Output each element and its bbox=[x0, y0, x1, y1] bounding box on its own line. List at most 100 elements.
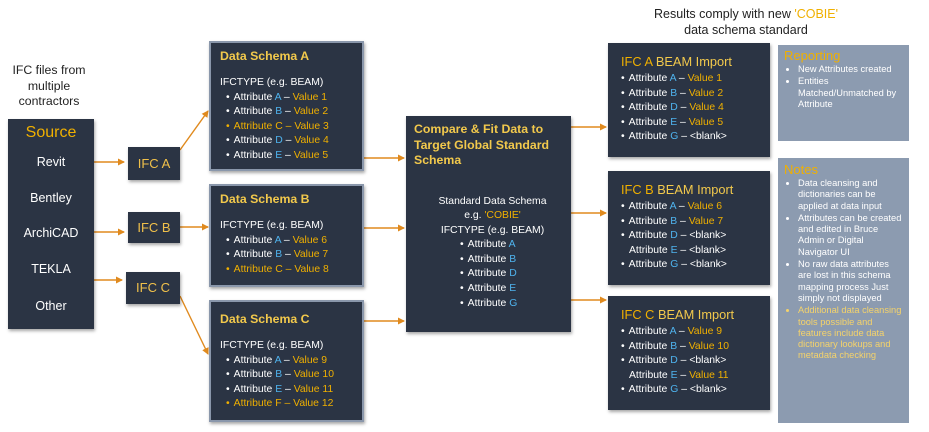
attribute-dash: – bbox=[282, 135, 295, 147]
attribute-label: Attribute bbox=[233, 135, 276, 147]
attribute-letter: D bbox=[670, 355, 678, 367]
schema-attribute-row: Attribute E – Value 11 bbox=[220, 383, 362, 398]
attribute-letter: E bbox=[670, 116, 678, 128]
attribute-dash: – bbox=[677, 87, 689, 99]
reporting-list: New Attributes created Entities Matched/… bbox=[784, 64, 903, 110]
ifc-a-tag: IFC A bbox=[128, 147, 180, 180]
attribute-letter: E bbox=[670, 244, 678, 256]
attribute-letter: E bbox=[670, 369, 678, 381]
attribute-letter: A bbox=[274, 234, 282, 246]
schema-attribute-row: Attribute C – Value 8 bbox=[220, 263, 362, 278]
attribute-value: Value 5 bbox=[688, 116, 724, 128]
compare-title-line: Schema bbox=[414, 153, 462, 167]
attribute-label: Attribute bbox=[628, 116, 671, 128]
source-item-other: Other bbox=[35, 299, 67, 313]
attribute-dash: – bbox=[677, 340, 689, 352]
attribute-label: Attribute bbox=[628, 340, 671, 352]
import-title-prefix: IFC C bbox=[621, 307, 658, 322]
compare-fit-box: Compare & Fit Data to Target Global Stan… bbox=[406, 116, 571, 332]
attribute-label: Attribute bbox=[467, 268, 510, 280]
import-title: IFC A BEAM Import bbox=[621, 54, 770, 69]
schema-title: Data Schema B bbox=[220, 192, 310, 206]
attribute-value: Value 3 bbox=[294, 120, 329, 132]
schema-ifctype: IFCTYPE (e.g. BEAM) bbox=[220, 220, 324, 231]
attribute-letter: D bbox=[275, 135, 283, 147]
attribute-dash: – bbox=[281, 354, 293, 366]
import-attribute-row: Attribute E – <blank> bbox=[621, 244, 770, 259]
standard-schema-line: Standard Data Schema bbox=[438, 195, 547, 207]
attribute-label: Attribute bbox=[233, 149, 276, 161]
attribute-value: Value 2 bbox=[688, 87, 724, 99]
attribute-letter: A bbox=[669, 201, 677, 212]
results-note-line2: data schema standard bbox=[684, 23, 808, 37]
attribute-dash: – bbox=[281, 398, 294, 410]
notes-list: Data cleansing and dictionaries can be a… bbox=[784, 178, 903, 362]
attribute-label: Attribute bbox=[233, 234, 275, 246]
attribute-letter: F bbox=[275, 398, 282, 410]
attribute-dash: – bbox=[677, 369, 690, 381]
reporting-item: New Attributes created bbox=[798, 64, 903, 75]
attribute-letter: E bbox=[275, 383, 283, 395]
compare-title-line: Target Global Standard bbox=[414, 137, 550, 152]
import-attribute-row: Attribute D – Value 4 bbox=[621, 101, 770, 116]
attribute-letter: A bbox=[669, 326, 677, 337]
source-box: Source Revit Bentley ArchiCAD TEKLA Othe… bbox=[8, 119, 94, 329]
arrow-ifc-a-schema-a bbox=[179, 110, 209, 151]
schema-attribute-row: Attribute A – Value 6 bbox=[220, 234, 362, 249]
compare-title: Compare & Fit Data to Target Global Stan… bbox=[414, 122, 571, 169]
attribute-value: Value 6 bbox=[292, 234, 328, 246]
import-attribute-row: Attribute B – Value 10 bbox=[621, 340, 770, 355]
attribute-value: Value 4 bbox=[689, 102, 724, 114]
attribute-letter: A bbox=[669, 73, 677, 84]
attribute-letter: B bbox=[670, 340, 678, 352]
import-title-prefix: IFC A bbox=[621, 54, 656, 69]
attribute-label: Attribute bbox=[467, 253, 510, 265]
attribute-dash: – bbox=[281, 234, 293, 246]
attribute-dash: – bbox=[282, 106, 294, 118]
attribute-label: Attribute bbox=[233, 91, 275, 103]
attribute-label: Attribute bbox=[233, 369, 276, 381]
notes-item: Attributes can be created and edited in … bbox=[798, 213, 903, 258]
schema-attribute-row: Attribute B – Value 2 bbox=[220, 105, 362, 120]
attribute-value: Value 10 bbox=[688, 340, 729, 352]
attribute-label: Attribute bbox=[629, 369, 671, 381]
schema-title: Data Schema C bbox=[220, 312, 310, 326]
attribute-label: Attribute bbox=[628, 102, 671, 114]
compare-attribute-list: Attribute AAttribute BAttribute DAttribu… bbox=[414, 238, 571, 311]
blank-value: <blank> bbox=[689, 230, 727, 242]
attribute-value: Value 1 bbox=[687, 73, 723, 84]
attribute-letter: E bbox=[275, 149, 283, 161]
standard-attribute-row: Attribute B bbox=[460, 253, 571, 268]
attribute-value: Value 7 bbox=[688, 215, 724, 227]
compare-title-line: Compare & Fit Data to bbox=[414, 122, 544, 136]
attribute-value: Value 5 bbox=[293, 149, 329, 161]
attribute-label: Attribute bbox=[628, 384, 671, 396]
attribute-label: Attribute bbox=[628, 355, 671, 367]
ifc-c-beam-import: IFC C BEAM ImportAttribute A – Value 9At… bbox=[608, 296, 770, 410]
schema-attribute-row: Attribute E – Value 5 bbox=[220, 149, 362, 164]
attribute-value: Value 1 bbox=[292, 91, 328, 103]
import-title: IFC B BEAM Import bbox=[621, 182, 770, 197]
attribute-label: Attribute bbox=[628, 73, 670, 84]
attribute-label: Attribute bbox=[628, 201, 670, 212]
cobie-highlight: 'COBIE' bbox=[794, 7, 838, 21]
attribute-dash: – bbox=[677, 230, 690, 242]
attribute-dash: – bbox=[676, 201, 688, 212]
attribute-letter: B bbox=[275, 369, 283, 381]
import-attribute-row: Attribute B – Value 7 bbox=[621, 215, 770, 230]
attribute-value: Value 7 bbox=[293, 249, 329, 261]
attribute-label: Attribute bbox=[467, 239, 509, 251]
attribute-dash: – bbox=[677, 102, 690, 114]
import-title: IFC C BEAM Import bbox=[621, 307, 770, 322]
attribute-letter: A bbox=[508, 239, 516, 251]
ifc-a-beam-import: IFC A BEAM ImportAttribute A – Value 1 At… bbox=[608, 43, 770, 157]
attribute-label: Attribute bbox=[628, 131, 671, 143]
standard-attribute-row: Attribute E bbox=[460, 282, 571, 297]
schema-attribute-row: Attribute D – Value 4 bbox=[220, 134, 362, 149]
import-title-rest: BEAM Import bbox=[657, 182, 734, 197]
ifc-b-tag: IFC B bbox=[128, 212, 180, 243]
attribute-letter: B bbox=[275, 249, 283, 261]
eg-prefix: e.g. bbox=[464, 210, 485, 222]
blank-value: <blank> bbox=[689, 355, 727, 367]
attribute-label: Attribute bbox=[233, 354, 275, 366]
